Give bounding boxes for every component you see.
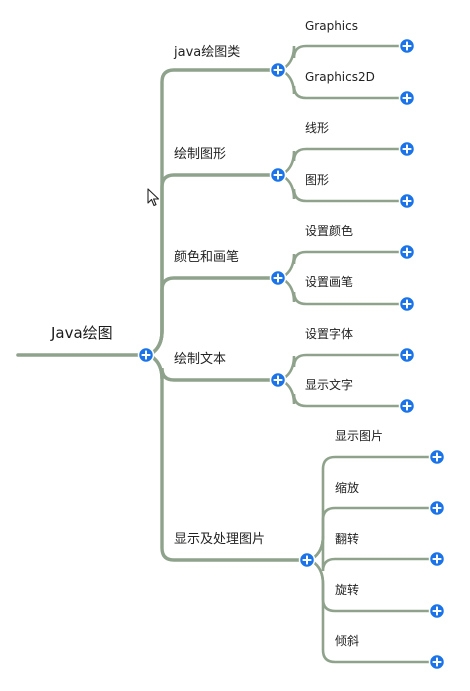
plus-circle-icon[interactable] (269, 166, 287, 184)
plus-circle-icon[interactable] (398, 140, 416, 158)
branch-java-graphics-classes[interactable]: java绘图类 (174, 45, 241, 60)
leaf-connector (276, 173, 412, 203)
mouse-pointer-icon (147, 188, 160, 207)
plus-circle-icon[interactable] (428, 499, 446, 517)
root-topic[interactable]: Java绘图 (51, 324, 113, 342)
leaf-connector (305, 558, 442, 613)
leaf-shapes[interactable]: 图形 (305, 173, 330, 187)
branch-draw-text[interactable]: 绘制文本 (174, 352, 227, 367)
branch-connector (144, 276, 280, 357)
leaf-connector (276, 147, 412, 177)
branch-draw-shapes[interactable]: 绘制图形 (174, 147, 227, 162)
leaf-graphics[interactable]: Graphics (305, 19, 358, 33)
leaf-graphics2d[interactable]: Graphics2D (305, 70, 375, 84)
leaf-connector (305, 506, 442, 562)
plus-circle-icon[interactable] (398, 295, 416, 313)
plus-circle-icon[interactable] (428, 448, 446, 466)
plus-circle-icon[interactable] (269, 269, 287, 287)
leaf-set-color[interactable]: 设置颜色 (305, 224, 354, 238)
leaf-connector (305, 535, 442, 572)
plus-circle-icon[interactable] (398, 89, 416, 107)
plus-circle-icon[interactable] (398, 37, 416, 55)
leaf-skew[interactable]: 倾斜 (335, 634, 360, 648)
leaf-show-image[interactable]: 显示图片 (335, 429, 384, 443)
leaf-set-font[interactable]: 设置字体 (305, 327, 354, 341)
leaf-connector (276, 353, 412, 382)
branch-images[interactable]: 显示及处理图片 (174, 532, 266, 547)
leaf-show-text[interactable]: 显示文字 (305, 378, 354, 392)
leaf-scale[interactable]: 缩放 (335, 481, 360, 495)
plus-circle-icon[interactable] (137, 346, 155, 364)
leaf-rotate[interactable]: 旋转 (335, 583, 360, 597)
plus-circle-icon[interactable] (398, 397, 416, 415)
leaf-flip[interactable]: 翻转 (335, 532, 360, 546)
branch-connector (144, 173, 280, 357)
leaf-connector (276, 44, 412, 72)
plus-circle-icon[interactable] (398, 192, 416, 210)
plus-circle-icon[interactable] (298, 551, 316, 569)
plus-circle-icon[interactable] (428, 602, 446, 620)
plus-circle-icon[interactable] (398, 243, 416, 261)
plus-circle-icon[interactable] (269, 371, 287, 389)
plus-circle-icon[interactable] (428, 653, 446, 671)
leaf-lines[interactable]: 线形 (305, 121, 330, 135)
plus-circle-icon[interactable] (398, 346, 416, 364)
branch-connector (144, 68, 280, 357)
plus-circle-icon[interactable] (428, 550, 446, 568)
plus-circle-icon[interactable] (269, 61, 287, 79)
branch-color-and-brush[interactable]: 颜色和画笔 (174, 250, 240, 265)
leaf-set-brush[interactable]: 设置画笔 (305, 275, 354, 289)
